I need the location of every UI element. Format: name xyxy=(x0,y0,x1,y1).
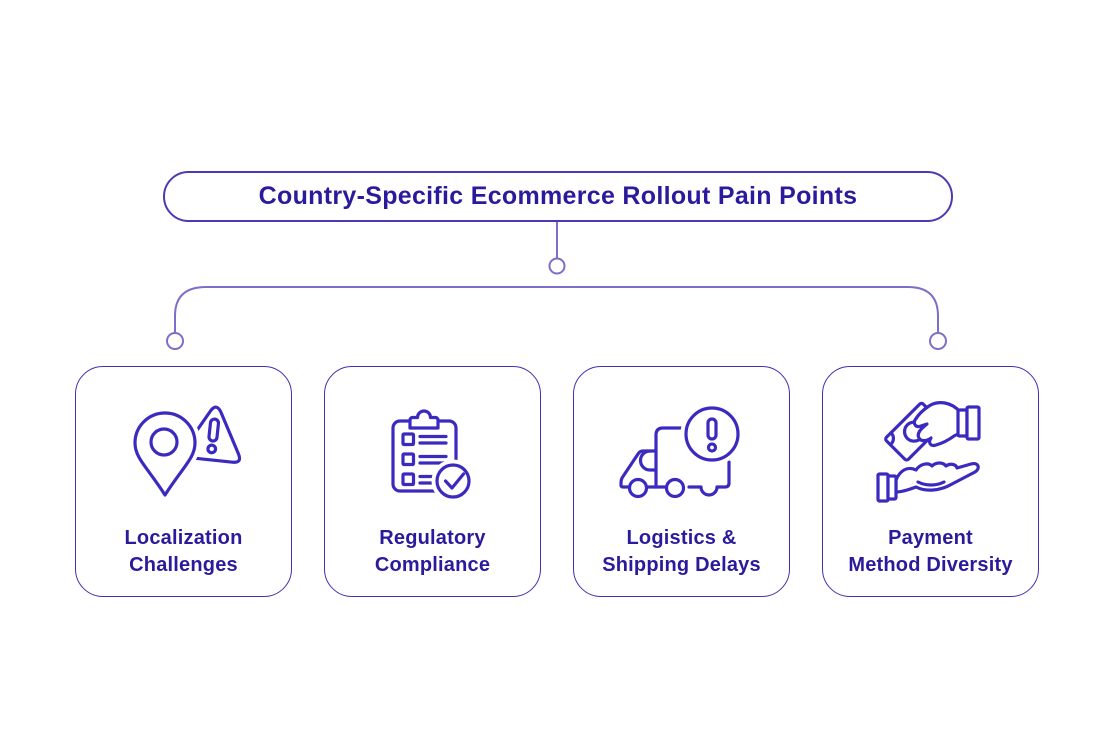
cards-row: Localization Challenges xyxy=(75,366,1039,597)
map-pin-warning-icon xyxy=(119,391,249,517)
card-label: Regulatory Compliance xyxy=(374,527,491,576)
card-label: Localization Challenges xyxy=(124,527,243,576)
card-label: Payment Method Diversity xyxy=(848,527,1013,576)
card-label: Logistics & Shipping Delays xyxy=(602,527,761,576)
page-title: Country-Specific Ecommerce Rollout Pain … xyxy=(163,171,953,222)
hand-money-icon xyxy=(866,391,996,517)
right-node-dot xyxy=(929,332,947,350)
card-regulatory-compliance: Regulatory Compliance xyxy=(324,366,541,597)
card-payment-method-diversity: Payment Method Diversity xyxy=(822,366,1039,597)
left-node-dot xyxy=(166,332,184,350)
card-localization-challenges: Localization Challenges xyxy=(75,366,292,597)
center-node-dot xyxy=(548,257,566,275)
clipboard-checklist-icon xyxy=(373,391,493,517)
card-logistics-shipping-delays: Logistics & Shipping Delays xyxy=(573,366,790,597)
truck-alert-icon xyxy=(617,391,747,517)
branch-bracket xyxy=(174,286,939,332)
